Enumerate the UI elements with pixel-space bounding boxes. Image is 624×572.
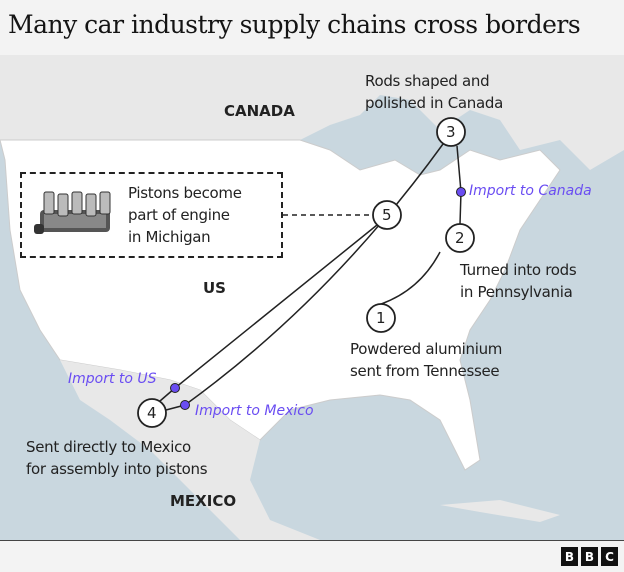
label-line: sent from Tennessee — [350, 362, 500, 380]
step-circles — [137, 117, 475, 428]
step-2-label: Turned into rods in Pennsylvania — [460, 259, 577, 303]
step-5-number: 5 — [382, 206, 392, 224]
label-line: part of engine — [128, 206, 230, 224]
step-3-circle — [436, 117, 466, 147]
label-mexico: MEXICO — [170, 492, 237, 510]
chart-title: Many car industry supply chains cross bo… — [8, 10, 581, 39]
step-4-label: Sent directly to Mexico for assembly int… — [26, 436, 208, 480]
label-line: polished in Canada — [365, 94, 503, 112]
import-mexico-label: Import to Mexico — [195, 403, 314, 419]
label-line: Pistons become — [128, 184, 242, 202]
import-canada-label: Import to Canada — [469, 183, 592, 199]
step-3-label: Rods shaped and polished in Canada — [365, 70, 503, 114]
step-2-number: 2 — [455, 229, 465, 247]
label-line: Rods shaped and — [365, 72, 490, 90]
route-1-2 — [380, 251, 441, 305]
logo-letter: B — [581, 547, 598, 566]
step-1-circle — [366, 303, 396, 333]
label-canada: CANADA — [224, 102, 295, 120]
step-4-number: 4 — [147, 404, 157, 422]
import-mexico-dot — [180, 400, 190, 410]
step-3-number: 3 — [446, 123, 456, 141]
bbc-logo: B B C — [561, 547, 618, 566]
logo-letter: C — [601, 547, 618, 566]
label-line: in Pennsylvania — [460, 283, 573, 301]
step-1-label: Powdered aluminium sent from Tennessee — [350, 338, 502, 382]
label-line: for assembly into pistons — [26, 460, 208, 478]
step-4-circle — [137, 398, 167, 428]
route-3-4 — [165, 143, 444, 411]
step-5-circle — [372, 200, 402, 230]
footer-divider — [0, 540, 624, 541]
label-line: Sent directly to Mexico — [26, 438, 191, 456]
import-us-dot — [170, 383, 180, 393]
label-us: US — [203, 279, 226, 297]
mexico-land — [60, 360, 320, 540]
import-canada-dot — [456, 187, 466, 197]
label-line: in Michigan — [128, 228, 211, 246]
engine-icon — [34, 191, 111, 234]
step-1-number: 1 — [376, 309, 386, 327]
cuba-land — [440, 500, 560, 522]
import-us-label: Import to US — [68, 371, 157, 387]
canada-land — [0, 55, 624, 170]
label-line: Powdered aluminium — [350, 340, 503, 358]
step-5-label: Pistons become part of engine in Michiga… — [128, 182, 242, 248]
label-line: Turned into rods — [460, 261, 577, 279]
step-2-circle — [445, 223, 475, 253]
logo-letter: B — [561, 547, 578, 566]
michigan-callout-box: Pistons become part of engine in Michiga… — [20, 172, 283, 258]
